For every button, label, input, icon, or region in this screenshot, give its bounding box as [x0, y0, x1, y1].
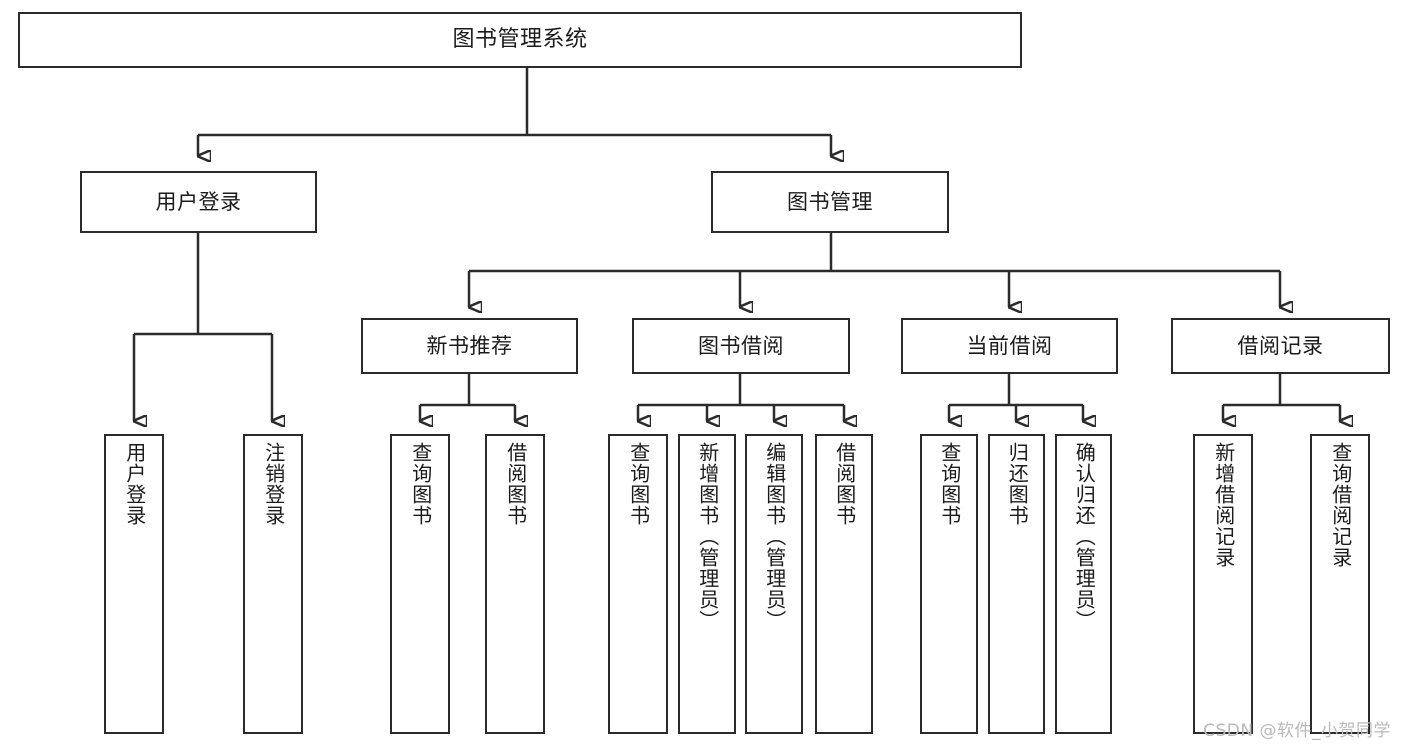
- node-leaf-return-book[interactable]: 归还图书: [988, 434, 1045, 734]
- node-leaf-add-book[interactable]: 新增图书（管理员）: [678, 434, 736, 734]
- node-borrow-record-label: 借阅记录: [1237, 333, 1324, 358]
- node-leaf-logout[interactable]: 注销登录: [243, 434, 303, 734]
- node-new-book-recommend-label: 新书推荐: [426, 333, 513, 358]
- node-leaf-query-book-1-label: 查询图书: [408, 442, 433, 526]
- node-leaf-user-login[interactable]: 用户登录: [104, 434, 164, 734]
- node-leaf-add-record[interactable]: 新增借阅记录: [1193, 434, 1253, 734]
- node-current-borrow[interactable]: 当前借阅: [901, 318, 1118, 374]
- node-book-borrow[interactable]: 图书借阅: [632, 318, 850, 374]
- node-leaf-edit-book-label: 编辑图书（管理员）: [762, 442, 787, 631]
- node-leaf-borrow-book-1-label: 借阅图书: [503, 442, 528, 526]
- node-leaf-query-book-1[interactable]: 查询图书: [390, 434, 450, 734]
- watermark: CSDN @软件_小贺同学: [1203, 721, 1391, 741]
- node-leaf-confirm-return-label: 确认归还（管理员）: [1072, 442, 1097, 631]
- node-book-manage-label: 图书管理: [787, 189, 873, 214]
- node-leaf-query-record-label: 查询借阅记录: [1328, 442, 1353, 568]
- node-leaf-logout-label: 注销登录: [261, 442, 286, 526]
- node-leaf-borrow-book-2[interactable]: 借阅图书: [815, 434, 873, 734]
- node-book-manage[interactable]: 图书管理: [711, 171, 949, 233]
- node-leaf-add-book-label: 新增图书（管理员）: [695, 442, 720, 631]
- node-leaf-query-book-3[interactable]: 查询图书: [920, 434, 978, 734]
- node-user-login-label: 用户登录: [155, 189, 242, 214]
- node-leaf-borrow-book-1[interactable]: 借阅图书: [485, 434, 545, 734]
- node-leaf-edit-book[interactable]: 编辑图书（管理员）: [745, 434, 803, 734]
- node-leaf-query-record[interactable]: 查询借阅记录: [1310, 434, 1370, 734]
- node-borrow-record[interactable]: 借阅记录: [1171, 318, 1390, 374]
- node-current-borrow-label: 当前借阅: [966, 333, 1053, 358]
- node-leaf-confirm-return[interactable]: 确认归还（管理员）: [1055, 434, 1112, 734]
- node-leaf-user-login-label: 用户登录: [122, 442, 147, 526]
- node-user-login[interactable]: 用户登录: [80, 171, 317, 233]
- node-book-borrow-label: 图书借阅: [698, 333, 784, 358]
- node-new-book-recommend[interactable]: 新书推荐: [361, 318, 578, 374]
- node-leaf-query-book-3-label: 查询图书: [937, 442, 962, 526]
- node-leaf-return-book-label: 归还图书: [1005, 442, 1030, 526]
- node-leaf-query-book-2-label: 查询图书: [626, 442, 651, 526]
- node-leaf-borrow-book-2-label: 借阅图书: [832, 442, 857, 526]
- node-root-label: 图书管理系统: [452, 27, 588, 53]
- node-root[interactable]: 图书管理系统: [18, 12, 1022, 68]
- node-leaf-add-record-label: 新增借阅记录: [1211, 442, 1236, 568]
- node-leaf-query-book-2[interactable]: 查询图书: [608, 434, 668, 734]
